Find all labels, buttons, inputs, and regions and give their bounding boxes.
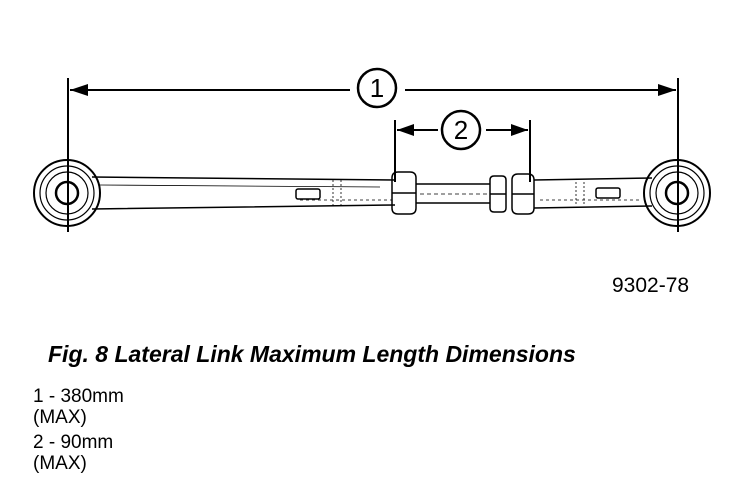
bushing-left-bore [54, 180, 80, 206]
callout-circle-2 [440, 109, 482, 151]
figure-caption: Fig. 8 Lateral Link Maximum Length Dimen… [48, 341, 576, 367]
link-tube-right [533, 177, 653, 209]
jam-nut-left [391, 171, 417, 215]
legend-item-2-note: (MAX) [33, 453, 87, 474]
bushing-left-ring [39, 165, 95, 221]
arrowhead-2-left [397, 124, 414, 136]
callout-circle-1 [356, 67, 398, 109]
callout-label-1: 1 [370, 73, 384, 103]
lateral-link-diagram: 1 2 [33, 67, 711, 232]
threaded-rod [416, 183, 490, 204]
figure-code: 9302-78 [612, 274, 690, 297]
legend-item-1-note: (MAX) [33, 407, 87, 428]
legend-item-1: 1 - 380mm (MAX) [33, 386, 124, 428]
bushing-right-bore [664, 180, 690, 206]
bushing-right-ring [649, 165, 705, 221]
bushing-right-outer [643, 159, 711, 227]
bushing-left-outer [33, 159, 101, 227]
link-tube-left [91, 176, 396, 210]
legend-item-2-value: 2 - 90mm [33, 432, 114, 453]
arrowhead-2-right [511, 124, 528, 136]
dimension-legend: 1 - 380mm (MAX) 2 - 90mm (MAX) [33, 386, 124, 478]
callout-label-2: 2 [454, 115, 468, 145]
legend-item-1-value: 1 - 380mm [33, 386, 124, 407]
link-slot-left [295, 188, 321, 200]
link-tube-left-highlight [99, 184, 381, 188]
arrowhead-1-left [70, 84, 88, 96]
link-slot-right [595, 187, 621, 199]
bushing-left-ring-inner [45, 171, 89, 215]
legend-item-2: 2 - 90mm (MAX) [33, 432, 124, 474]
bushing-right-ring-inner [655, 171, 699, 215]
hex-nut-small [489, 175, 507, 213]
arrowhead-1-right [658, 84, 676, 96]
